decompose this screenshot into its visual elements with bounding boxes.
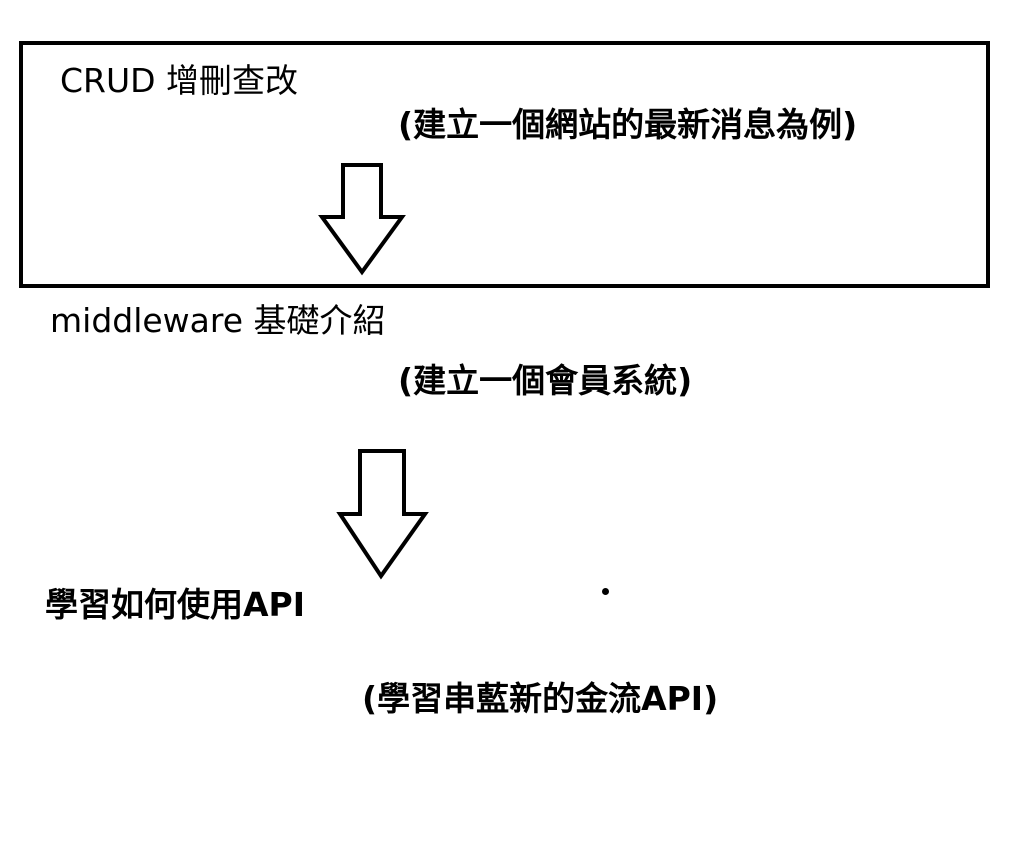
step-1-subtitle: (建立一個網站的最新消息為例): [398, 105, 858, 144]
step-2-title: middleware 基礎介紹: [50, 301, 386, 340]
highlight-box: [19, 41, 990, 288]
step-3-subtitle: (學習串藍新的金流API): [362, 679, 719, 718]
stray-dot: [602, 588, 609, 595]
down-arrow-icon: [318, 163, 406, 276]
step-1-title: CRUD 增刪查改: [60, 61, 299, 100]
down-arrow-icon: [336, 449, 429, 580]
step-3-title: 學習如何使用API: [45, 585, 306, 624]
step-2-subtitle: (建立一個會員系統): [398, 361, 693, 400]
